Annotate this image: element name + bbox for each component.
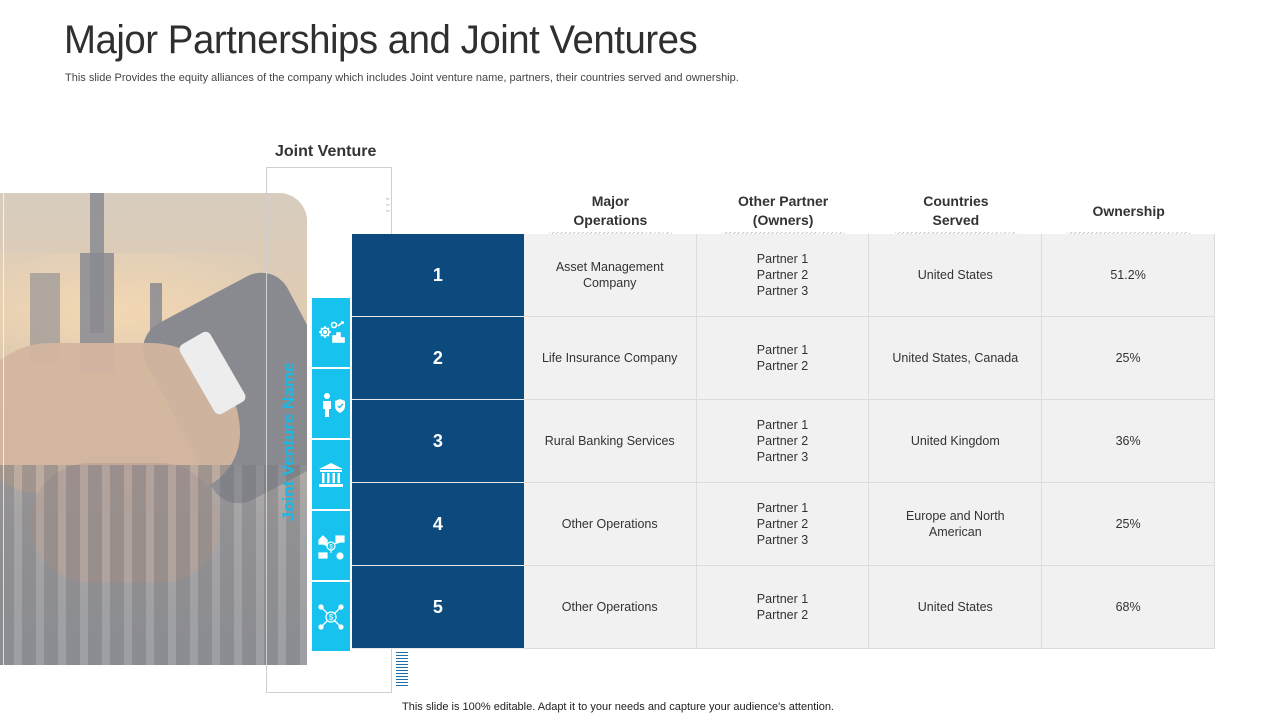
header-ownership: Ownership (1042, 189, 1215, 235)
partners-cell: Partner 1 Partner 2 Partner 3 (696, 400, 870, 483)
bars-decoration (396, 652, 408, 686)
joint-venture-label: Joint Venture (275, 143, 377, 160)
row-number: 5 (352, 566, 524, 649)
photo-edge-lines (3, 193, 24, 665)
page-subtitle: This slide Provides the equity alliances… (65, 72, 739, 84)
row-number: 1 (352, 234, 524, 317)
bank-icon (312, 440, 350, 509)
svg-text:$: $ (329, 544, 333, 550)
countries-cell: United States (869, 566, 1043, 649)
row-number: 2 (352, 317, 524, 400)
joint-venture-name-vertical-label: Joint Venture Name (279, 362, 298, 522)
ownership-cell: 68% (1042, 566, 1215, 649)
svg-text:$: $ (329, 613, 334, 622)
partners-cell: Partner 1 Partner 2 Partner 3 (696, 483, 870, 566)
network-dollar-icon: $ (312, 511, 350, 580)
countries-cell: Europe and North American (869, 483, 1043, 566)
countries-cell: United Kingdom (869, 400, 1043, 483)
header-operations: Major Operations (524, 189, 697, 235)
partners-cell: Partner 1 Partner 2 Partner 3 (696, 234, 870, 317)
table-row: 3 Rural Banking Services Partner 1 Partn… (352, 400, 1215, 483)
partners-cell: Partner 1 Partner 2 (696, 566, 870, 649)
chevron-decoration-icon: ⌄⌄⌄ (384, 192, 392, 214)
row-number: 3 (352, 400, 524, 483)
operations-cell: Life Insurance Company (523, 317, 697, 400)
ownership-cell: 25% (1042, 483, 1215, 566)
countries-cell: United States, Canada (869, 317, 1043, 400)
partners-cell: Partner 1 Partner 2 (696, 317, 870, 400)
operations-cell: Other Operations (523, 483, 697, 566)
operations-cell: Asset Management Company (523, 234, 697, 317)
header-partners: Other Partner (Owners) (697, 189, 870, 235)
table-row: 1 Asset Management Company Partner 1 Par… (352, 234, 1215, 317)
table-row: 2 Life Insurance Company Partner 1 Partn… (352, 317, 1215, 400)
joint-venture-table: 1 Asset Management Company Partner 1 Par… (352, 234, 1215, 649)
table-row: 4 Other Operations Partner 1 Partner 2 P… (352, 483, 1215, 566)
footer-note: This slide is 100% editable. Adapt it to… (402, 701, 834, 713)
row-number: 4 (352, 483, 524, 566)
ownership-cell: 36% (1042, 400, 1215, 483)
ownership-cell: 51.2% (1042, 234, 1215, 317)
page-title: Major Partnerships and Joint Ventures (64, 18, 698, 62)
ownership-cell: 25% (1042, 317, 1215, 400)
gears-chart-icon (312, 298, 350, 367)
countries-cell: United States (869, 234, 1043, 317)
table-row: 5 Other Operations Partner 1 Partner 2 U… (352, 566, 1215, 649)
header-countries: Countries Served (870, 189, 1043, 235)
handshake-photo (0, 193, 307, 665)
operations-cell: Rural Banking Services (523, 400, 697, 483)
icon-column: $ $ (312, 298, 350, 653)
operations-cell: Other Operations (523, 566, 697, 649)
person-shield-icon (312, 369, 350, 438)
dollar-network-icon: $ (312, 582, 350, 651)
table-header: Major Operations Other Partner (Owners) … (524, 189, 1215, 235)
